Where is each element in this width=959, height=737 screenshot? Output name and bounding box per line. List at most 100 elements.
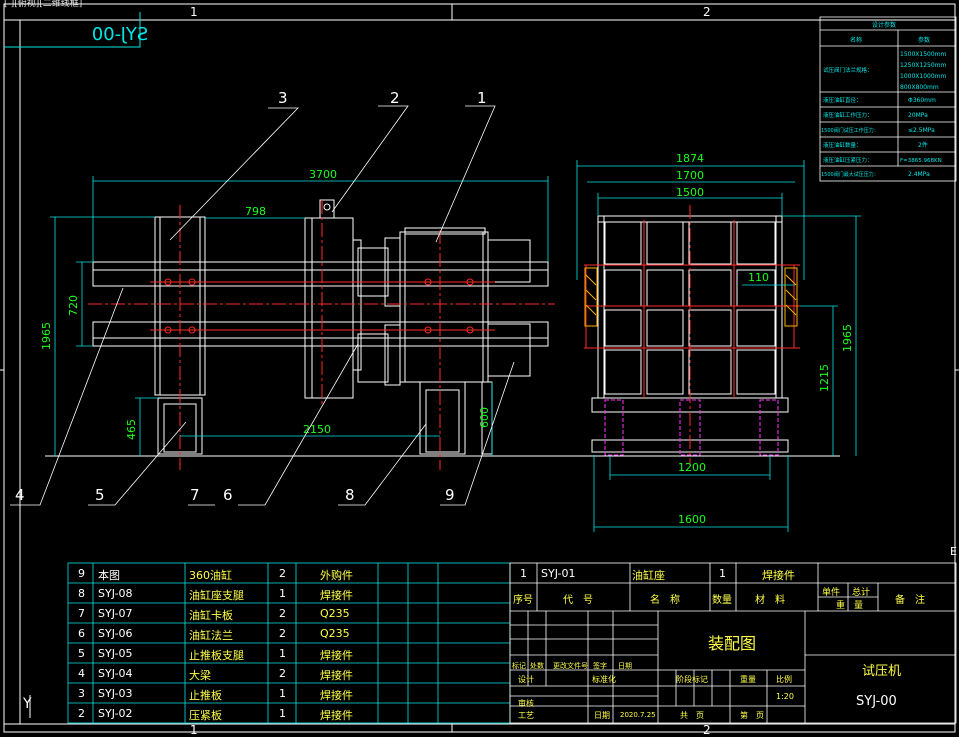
bom-row-3-mat: 焊接件 [320, 689, 353, 702]
bom-row-6-name: 油缸法兰 [189, 629, 233, 642]
dim-798: 798 [245, 205, 266, 218]
param-row-0-value-1: 1250X1250mm [900, 62, 946, 69]
bom-row-8-mat: 焊接件 [320, 589, 353, 602]
dim-465: 465 [125, 419, 138, 440]
param-row-0-value-0: 1500X1500mm [900, 51, 946, 58]
bom-row-9-mat: 外购件 [320, 569, 353, 582]
bom-row-5-code: SYJ-05 [98, 647, 133, 660]
dim-600: 600 [478, 407, 491, 428]
dim-2150: 2150 [303, 423, 331, 436]
bom-row-5-no: 5 [78, 647, 85, 660]
side-view [570, 215, 840, 457]
bom-row-7-name: 油缸卡板 [189, 609, 233, 622]
border-row-e: E [950, 545, 957, 558]
title-block-grid [509, 562, 957, 724]
param-head-value: 参数 [918, 36, 930, 44]
bom-row-7-no: 7 [78, 607, 85, 620]
ucs-y-label: Y [22, 696, 32, 712]
param-row-0-value-2: 1000X1000mm [900, 73, 946, 80]
front-view [45, 199, 570, 457]
bom-row-2-mat: 焊接件 [320, 709, 353, 722]
bom-row-7-qty: 2 [279, 607, 286, 620]
border-col-1-top: 1 [190, 5, 198, 19]
mirrored-number-box: SYJ-00 [4, 12, 149, 48]
bom-row-9-name: 360油缸 [189, 569, 232, 582]
bom-row-5-mat: 焊接件 [320, 649, 353, 662]
bom-row-9-qty: 2 [279, 567, 286, 580]
param-row-0-value-3: 800X800mm [900, 84, 939, 91]
bom-row-2-qty: 1 [279, 707, 286, 720]
param-row-2-name: 液压油缸工作压力： [823, 111, 873, 119]
side-view-centerlines [584, 205, 800, 465]
bom-row-3-no: 3 [78, 687, 85, 700]
parameter-table [819, 16, 957, 182]
balloon-2: 2 [390, 89, 400, 107]
bom-row-7-mat: Q235 [320, 607, 350, 620]
balloon-8: 8 [345, 486, 355, 504]
front-view-dimensions [50, 176, 549, 456]
param-row-5-value: F=3865.968KN [900, 158, 942, 164]
bom-row-5-name: 止推板支腿 [189, 649, 244, 662]
param-row-6-value: 2.4MPa [908, 171, 930, 178]
dim-720: 720 [67, 295, 80, 316]
balloon-leaders [10, 105, 515, 506]
bom-row-3-name: 止推板 [189, 689, 222, 702]
bom-row-3-qty: 1 [279, 687, 286, 700]
balloon-3: 3 [278, 89, 288, 107]
param-row-1-value: Φ360mm [908, 97, 936, 104]
drawing-frame [0, 3, 959, 733]
border-col-1-bottom: 1 [190, 723, 198, 737]
border-col-2-bottom: 2 [703, 723, 711, 737]
bom-row-6-code: SYJ-06 [98, 627, 133, 640]
param-row-1-name: 液压油缸直径： [823, 96, 862, 104]
balloon-9: 9 [445, 486, 455, 504]
dim-1965-side: 1965 [841, 324, 854, 352]
balloon-1: 1 [477, 89, 487, 107]
param-row-3-name: 1500阀门试压工作压力： [821, 127, 879, 134]
dim-1215: 1215 [818, 364, 831, 392]
param-head-name: 名称 [850, 36, 862, 44]
param-title: 设计参数 [872, 21, 896, 29]
balloon-4: 4 [15, 486, 25, 504]
dim-1700: 1700 [676, 169, 704, 182]
bom-row-4-name: 大梁 [189, 669, 211, 682]
balloon-7: 7 [190, 486, 200, 504]
bom-row-4-qty: 2 [279, 667, 286, 680]
side-view-hidden-legs [604, 399, 779, 456]
bom-row-4-mat: 焊接件 [320, 669, 353, 682]
bom-row-8-qty: 1 [279, 587, 286, 600]
bom-row-2-no: 2 [78, 707, 85, 720]
bom-row-6-mat: Q235 [320, 627, 350, 640]
front-view-centerlines [88, 200, 555, 470]
side-view-ribs [604, 221, 776, 395]
bom-row-6-no: 6 [78, 627, 85, 640]
bom-row-8-code: SYJ-08 [98, 587, 133, 600]
balloon-6: 6 [223, 486, 233, 504]
bom-row-9-code: 本图 [98, 569, 120, 582]
bom-row-8-no: 8 [78, 587, 85, 600]
border-col-2-top: 2 [703, 5, 711, 19]
param-row-5-name: 液压油缸压紧压力： [823, 156, 873, 164]
bom-row-5-qty: 1 [279, 647, 286, 660]
param-row-6-name: 1500阀门最大试压压力： [821, 171, 879, 178]
bom-row-8-name: 油缸座支腿 [189, 589, 244, 602]
balloon-5: 5 [95, 486, 105, 504]
dim-110: 110 [748, 271, 769, 284]
param-row-4-name: 液压油缸数量： [823, 141, 862, 149]
mirrored-drawing-number: SYJ-00 [92, 24, 149, 45]
bom-row-7-code: SYJ-07 [98, 607, 133, 620]
dim-1200: 1200 [678, 461, 706, 474]
side-view-dimensions [576, 160, 861, 532]
bom-row-4-code: SYJ-04 [98, 667, 133, 680]
dim-3700: 3700 [309, 168, 337, 181]
bom-row-4-no: 4 [78, 667, 85, 680]
bom-row-2-name: 压紧板 [189, 709, 222, 722]
param-row-2-value: 20MPa [908, 112, 928, 119]
dim-1600: 1600 [678, 513, 706, 526]
bom-table-grid [67, 562, 511, 724]
param-row-3-value: ≤2.5MPa [908, 127, 935, 134]
param-row-0-name: 试压阀门法兰规格： [823, 66, 873, 74]
dim-1500: 1500 [676, 186, 704, 199]
dim-1874: 1874 [676, 152, 704, 165]
